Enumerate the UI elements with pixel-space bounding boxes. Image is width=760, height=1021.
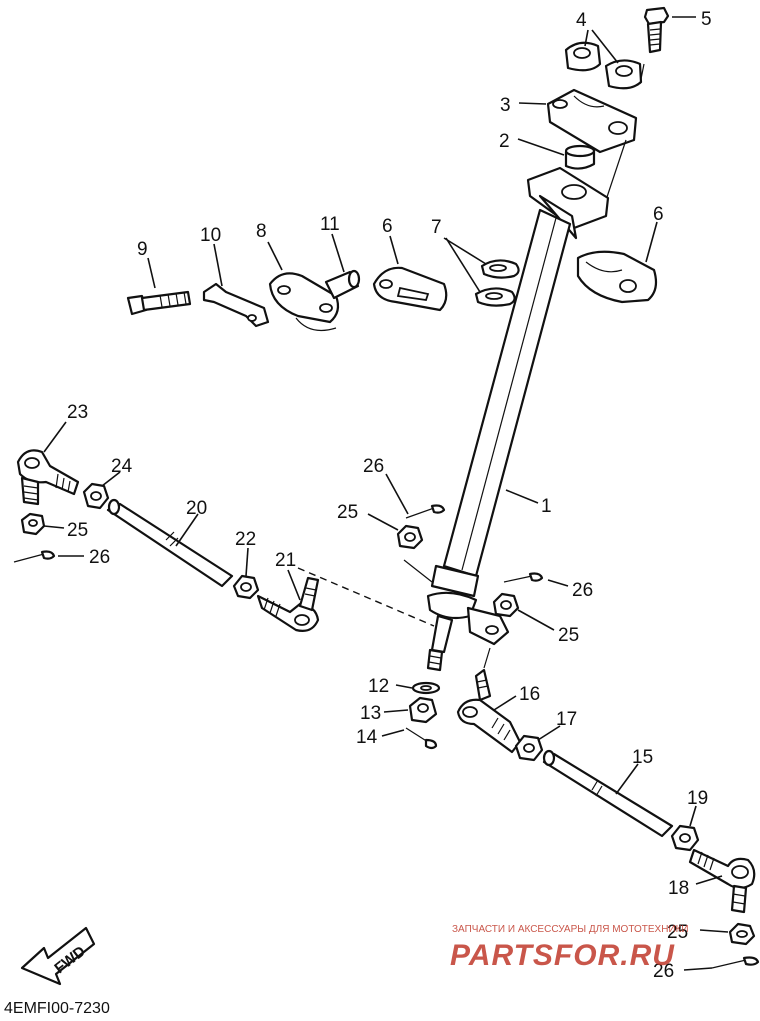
callout-25d: 25 — [667, 922, 688, 943]
callout-25c: 25 — [558, 625, 579, 646]
callout-18: 18 — [668, 878, 689, 899]
part-20-tie-rod — [106, 498, 234, 588]
callout-26a: 26 — [89, 547, 110, 568]
callout-25a: 25 — [67, 520, 88, 541]
part-25-castle-nut-left — [20, 512, 46, 536]
callout-4: 4 — [576, 10, 587, 31]
fwd-arrow-icon: FWD — [20, 926, 96, 986]
part-5-bolt — [643, 6, 670, 54]
part-18-tie-rod-end — [688, 848, 756, 914]
callout-25b: 25 — [337, 502, 358, 523]
part-25-castle-nut-center — [396, 524, 424, 550]
part-17-nut — [514, 734, 544, 762]
callout-9: 9 — [137, 239, 148, 260]
watermark-logo: PARTSFOR.RU — [450, 939, 675, 972]
part-19-nut — [670, 824, 700, 852]
part-25-castle-nut-right-lower — [728, 922, 756, 946]
callout-11: 11 — [320, 214, 340, 235]
diagram-code: 4EMFI00-7230 — [4, 1000, 110, 1016]
callout-26d: 26 — [653, 961, 674, 982]
callout-20: 20 — [186, 498, 207, 519]
part-21-tie-rod-end — [256, 576, 320, 632]
part-13-castle-nut — [408, 696, 438, 724]
part-4-upper-clamps — [564, 41, 643, 90]
callout-16: 16 — [519, 684, 540, 705]
callout-6a: 6 — [382, 216, 393, 237]
part-26-cotter-pin-right-upper — [503, 572, 544, 583]
callout-3: 3 — [500, 95, 511, 116]
callout-19: 19 — [687, 788, 708, 809]
callout-21: 21 — [275, 550, 296, 571]
callout-7: 7 — [431, 217, 442, 238]
callout-1: 1 — [541, 496, 552, 517]
part-26-cotter-pin-right-lower — [711, 956, 760, 969]
watermark-caption: ЗАПЧАСТИ И АКСЕССУАРЫ ДЛЯ МОТОТЕХНИКИ — [452, 924, 689, 935]
callout-10: 10 — [200, 225, 221, 246]
callout-8: 8 — [256, 221, 267, 242]
callout-12: 12 — [368, 676, 389, 697]
part-6-lower-holder-right — [576, 250, 658, 304]
callout-2: 2 — [499, 131, 510, 152]
part-9-bolt — [126, 290, 192, 316]
callout-23: 23 — [67, 402, 88, 423]
watermark: ЗАПЧАСТИ И АКСЕССУАРЫ ДЛЯ МОТОТЕХНИКИ PA… — [450, 924, 689, 972]
part-11-collar — [324, 269, 361, 300]
callout-26c: 26 — [572, 580, 593, 601]
part-15-tie-rod — [542, 749, 674, 838]
callout-5: 5 — [701, 9, 712, 30]
callout-13: 13 — [360, 703, 381, 724]
callout-15: 15 — [632, 747, 653, 768]
callout-6b: 6 — [653, 204, 664, 225]
part-6-lower-holder-left — [372, 266, 448, 312]
part-7-washers — [474, 259, 520, 307]
part-12-washer — [411, 681, 441, 695]
part-14-cotter-pin — [405, 727, 438, 750]
part-22-nut — [232, 574, 260, 600]
callout-17: 17 — [556, 709, 577, 730]
callout-26b: 26 — [363, 456, 384, 477]
callout-14: 14 — [356, 727, 378, 748]
part-23-tie-rod-end — [16, 449, 80, 506]
part-8-clamp — [268, 272, 340, 331]
part-26-cotter-pin-left — [13, 550, 56, 563]
callout-22: 22 — [235, 529, 256, 550]
part-26-cotter-pin-center — [405, 504, 446, 519]
part-10-lock-plate — [202, 282, 270, 328]
part-25-castle-nut-right-upper — [492, 592, 520, 618]
part-16-tie-rod-end — [456, 668, 522, 754]
part-24-nut — [82, 482, 110, 510]
callout-24: 24 — [111, 456, 133, 477]
part-3-handlebar-holder — [546, 88, 638, 154]
part-2-cap — [564, 144, 596, 170]
part-1-steering-column — [426, 166, 610, 672]
